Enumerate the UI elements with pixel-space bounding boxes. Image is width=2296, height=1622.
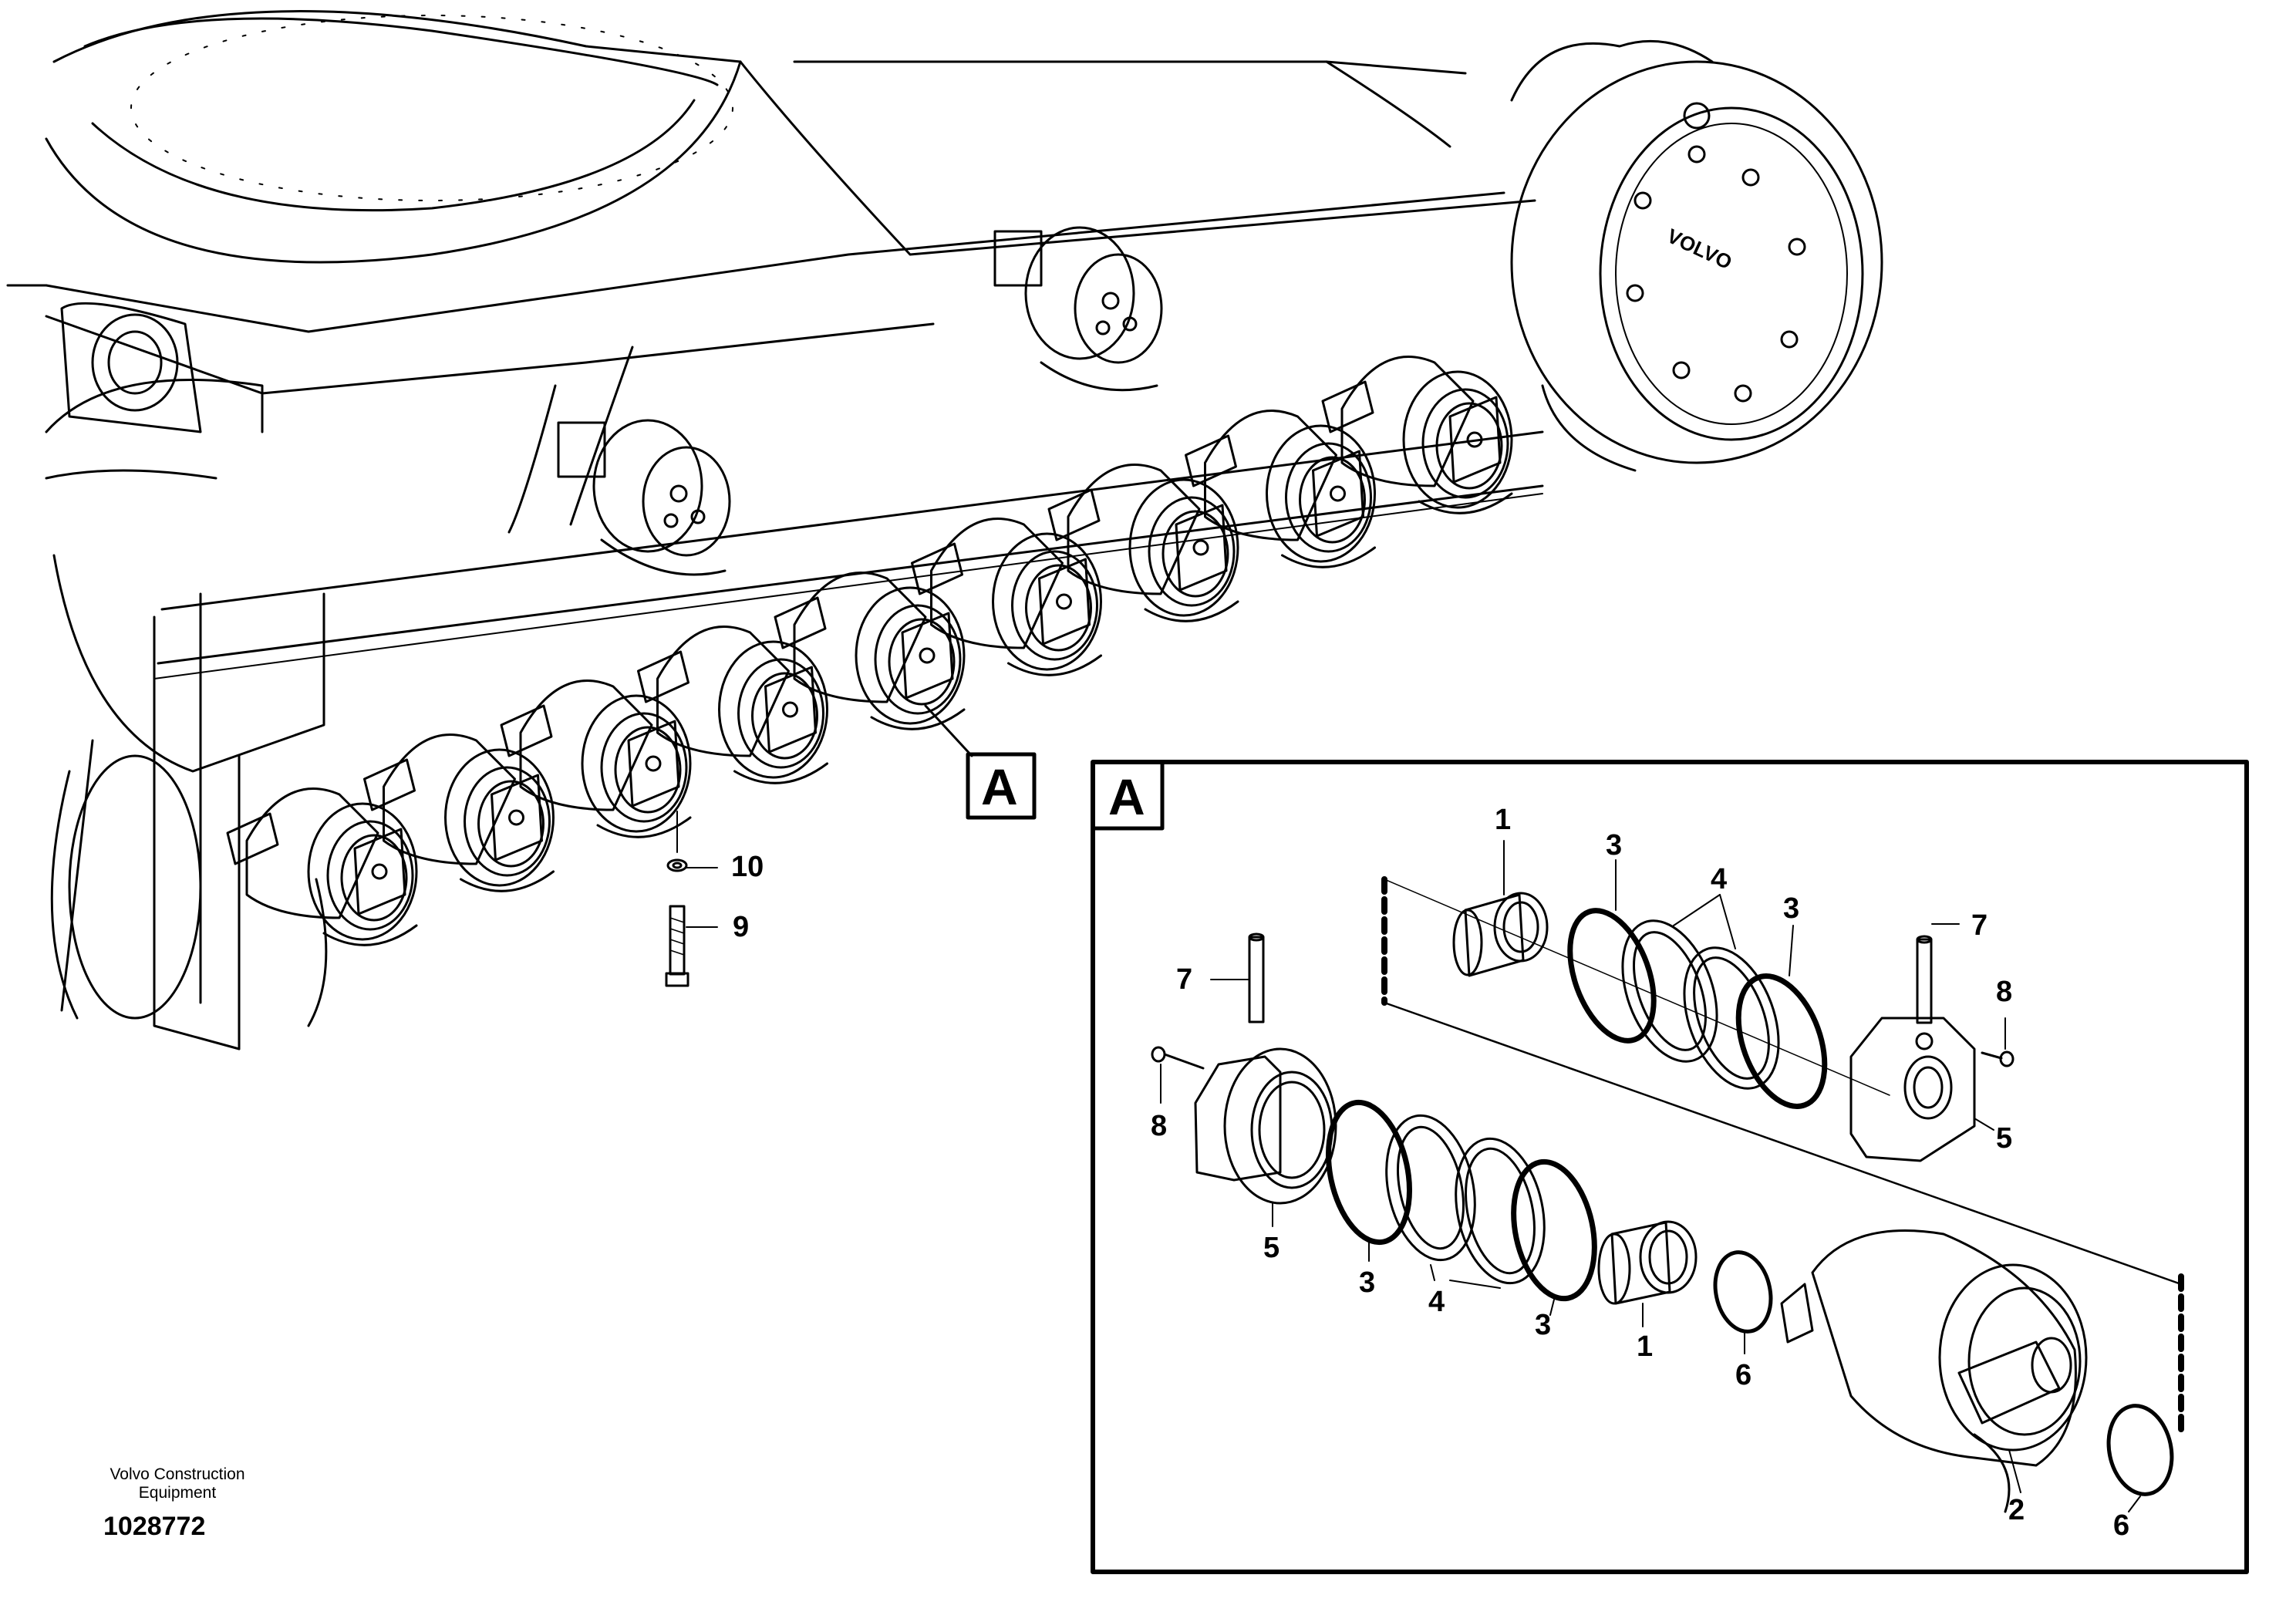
o-ring-upper-left: [1567, 908, 1657, 1044]
final-drive: VOLVO: [1510, 39, 1883, 472]
document-number: 1028772: [103, 1512, 206, 1541]
bushing-lower: [1597, 1220, 1698, 1305]
bushing-upper: [1452, 892, 1549, 977]
track-roller: [774, 572, 966, 730]
screw-lower: [1151, 1046, 1205, 1070]
track-roller: [1047, 464, 1239, 622]
carrier-roller: [993, 226, 1163, 392]
bolt-and-washer: [665, 811, 718, 987]
o-ring-lower-left: [1325, 1099, 1413, 1246]
track-roller-body: [1780, 1229, 2088, 1513]
detail-a-label-box: [1091, 760, 1165, 831]
track-roller: [1321, 356, 1513, 514]
callout-9: 9: [733, 911, 749, 943]
publisher-line-1: Volvo Construction: [110, 1465, 245, 1483]
callout-6: 6: [2113, 1509, 2129, 1542]
track-roller: [500, 679, 692, 838]
pin-lower: [1248, 932, 1265, 1023]
undercarriage-frame: [6, 10, 1544, 1050]
volvo-engraving: VOLVO: [1664, 224, 1735, 274]
o-ring-small-right: [2106, 1404, 2174, 1496]
detail-a-marker-box: [966, 752, 1037, 820]
callout-8: 8: [1996, 976, 2012, 1008]
detail-a-marker: A: [981, 758, 1018, 815]
callout-3: 3: [1359, 1266, 1375, 1299]
track-roller: [363, 733, 555, 892]
o-ring-small-left: [1713, 1250, 1773, 1334]
track-roller: [226, 787, 418, 946]
callout-1: 1: [1637, 1330, 1653, 1363]
o-ring-lower-right: [1511, 1158, 1597, 1302]
seal-ring-lower: [1385, 1114, 1546, 1285]
track-roller: [637, 626, 828, 784]
detail-a-frame: [1091, 760, 2249, 1574]
pin-upper: [1916, 935, 1933, 1024]
track-roller: [911, 518, 1102, 676]
callout-4: 4: [1711, 863, 1727, 895]
publisher-line-2: Equipment: [138, 1484, 217, 1502]
callout-2: 2: [2008, 1494, 2025, 1526]
callout-6: 6: [1735, 1359, 1752, 1391]
publisher-credit: Volvo Construction Equipment: [85, 1465, 270, 1502]
track-roller-row: [226, 356, 1513, 946]
end-cap-upper: [1849, 1017, 1976, 1162]
end-cap-lower: [1194, 1047, 1337, 1205]
detail-a-label: A: [1108, 768, 1145, 825]
callout-3: 3: [1535, 1309, 1551, 1341]
seal-ring-upper: [1621, 919, 1780, 1090]
callout-10: 10: [731, 851, 764, 883]
callout-8: 8: [1151, 1110, 1167, 1142]
track-roller: [1185, 410, 1376, 568]
detail-a-leader: [924, 704, 973, 757]
callout-5: 5: [1263, 1232, 1279, 1264]
callout-3: 3: [1783, 892, 1799, 925]
callout-leaders: [1160, 840, 2141, 1512]
o-ring-upper-right: [1735, 973, 1828, 1109]
carrier-roller: [557, 419, 731, 576]
callout-1: 1: [1495, 804, 1511, 836]
screw-upper: [1981, 1050, 2014, 1067]
callout-7: 7: [1971, 909, 1988, 942]
callout-3: 3: [1606, 829, 1622, 862]
callout-4: 4: [1428, 1286, 1445, 1318]
callout-5: 5: [1996, 1122, 2012, 1155]
callout-7: 7: [1176, 963, 1192, 996]
